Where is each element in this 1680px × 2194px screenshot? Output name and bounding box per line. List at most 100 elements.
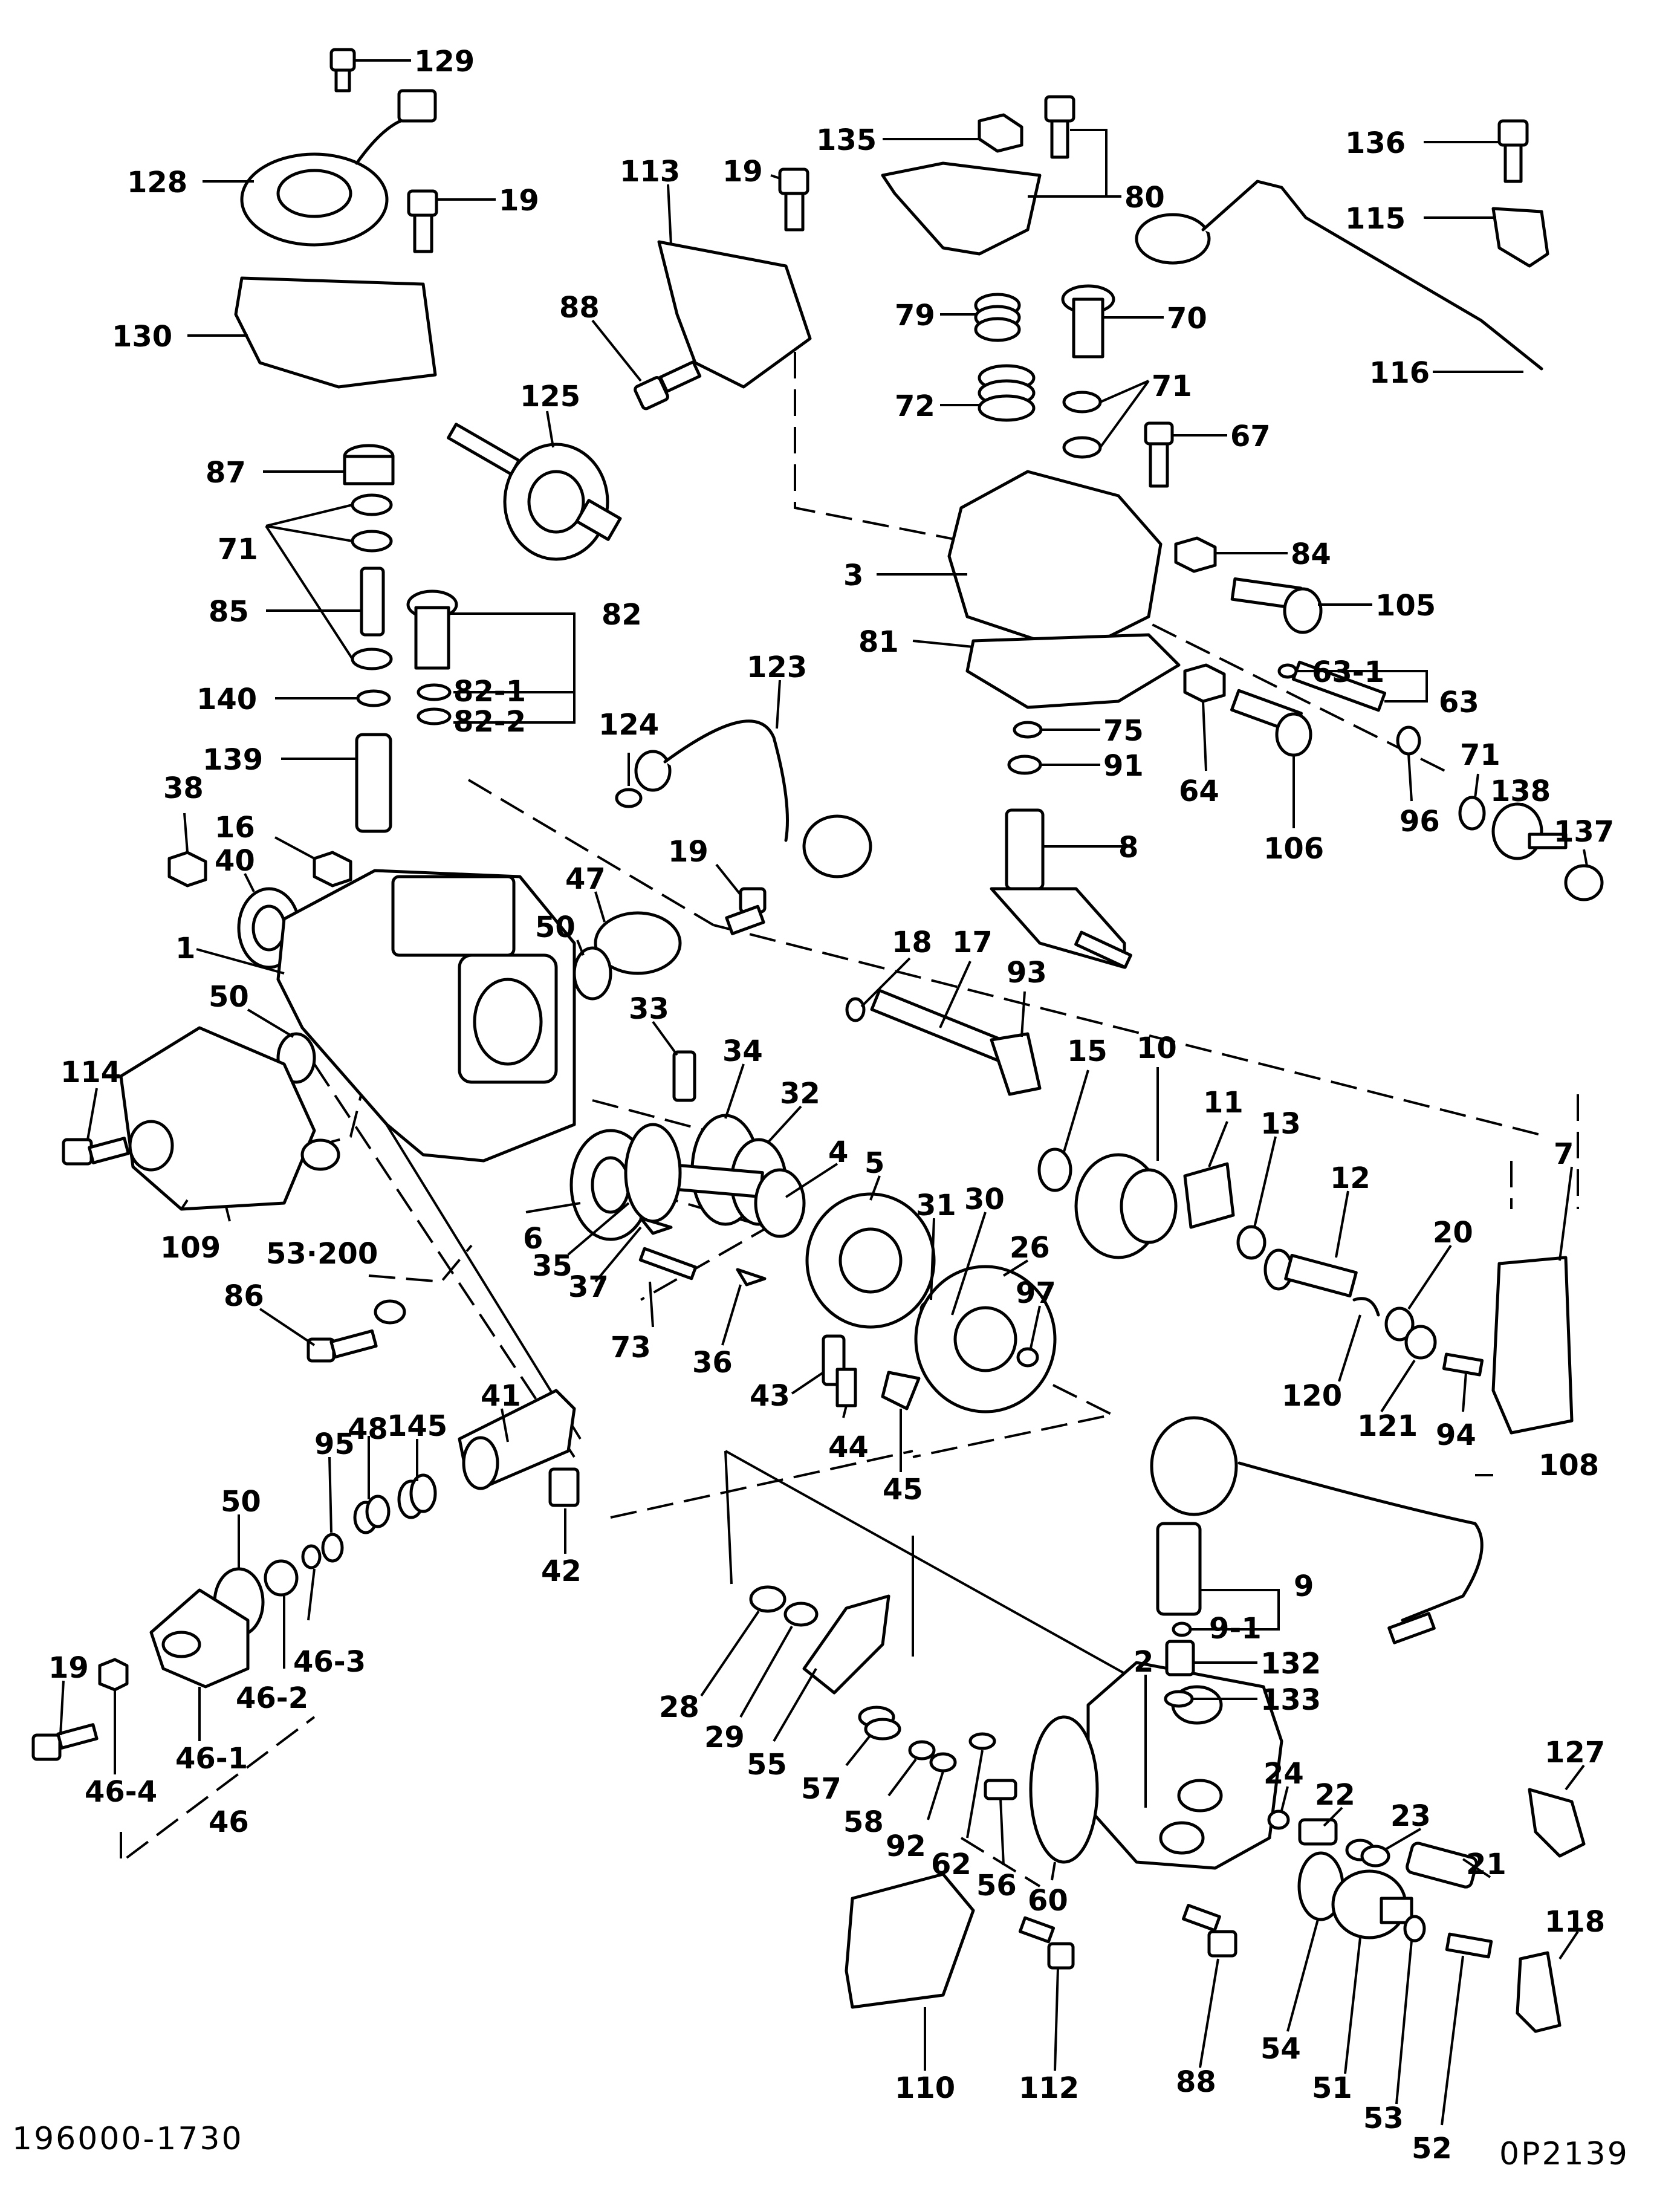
callout-46-2: 46-2	[236, 1681, 308, 1715]
part-94-bolt	[1442, 1352, 1484, 1377]
callout-73: 73	[611, 1331, 651, 1365]
part-19-bolt-top	[407, 189, 438, 253]
callout-87: 87	[206, 456, 246, 490]
callout-93: 93	[1007, 956, 1047, 990]
callout-50-a: 50	[535, 910, 576, 944]
part-51-plug	[1331, 1869, 1413, 1939]
callout-33: 33	[629, 992, 669, 1026]
callout-120: 120	[1282, 1379, 1342, 1413]
callout-136: 136	[1345, 126, 1406, 160]
part-48-spring	[353, 1495, 391, 1534]
callout-48: 48	[348, 1412, 388, 1446]
part-16-nut	[313, 851, 352, 888]
callout-97: 97	[1016, 1276, 1056, 1310]
part-46-2-valve	[264, 1559, 299, 1597]
callout-71-b: 71	[218, 533, 258, 566]
part-1-pump-housing	[276, 869, 576, 1163]
callout-67: 67	[1230, 420, 1271, 453]
part-109-feed-pump	[119, 1026, 340, 1211]
part-37-key	[639, 1216, 673, 1235]
callout-51: 51	[1312, 2071, 1352, 2105]
part-64-nut	[1183, 663, 1226, 703]
part-57-spring	[858, 1706, 901, 1741]
callout-10: 10	[1137, 1031, 1177, 1065]
part-4-drive-shaft	[626, 1159, 806, 1238]
part-70-cap	[1061, 284, 1115, 359]
callout-62: 62	[931, 1848, 971, 1881]
callout-38: 38	[163, 771, 204, 805]
part-24-washer	[1267, 1809, 1290, 1830]
callout-114: 114	[60, 1056, 121, 1089]
part-133-washer	[1164, 1690, 1194, 1708]
callout-15: 15	[1067, 1034, 1108, 1068]
callout-132: 132	[1260, 1647, 1321, 1681]
part-12-pin	[1263, 1248, 1358, 1298]
part-139-filter	[355, 733, 392, 833]
part-92-washer	[929, 1752, 957, 1773]
callout-124: 124	[598, 708, 659, 742]
callout-121: 121	[1357, 1409, 1418, 1443]
callout-82-2: 82-2	[453, 705, 526, 739]
part-46-4-nut	[98, 1658, 129, 1692]
part-95-washer	[321, 1533, 344, 1563]
part-85-valve	[360, 566, 385, 637]
callout-22: 22	[1315, 1778, 1355, 1812]
callout-85: 85	[209, 595, 249, 629]
callout-46-3: 46-3	[293, 1645, 366, 1679]
part-67-bolt	[1144, 421, 1174, 488]
callout-6: 6	[523, 1222, 543, 1256]
callout-42: 42	[541, 1554, 582, 1588]
part-38-nut	[167, 851, 207, 888]
part-113-lever-plate	[657, 240, 812, 389]
part-88-bolt	[634, 360, 702, 411]
callout-129: 129	[414, 45, 475, 79]
callout-82-1: 82-1	[453, 675, 526, 709]
part-22-valve	[1298, 1818, 1338, 1846]
part-7-bracket	[1491, 1256, 1574, 1435]
callout-4: 4	[828, 1135, 848, 1169]
part-112-bolt	[1018, 1916, 1075, 1970]
callout-53: 53	[1363, 2102, 1404, 2135]
part-135-nut	[978, 113, 1023, 153]
part-105-bolt	[1230, 577, 1323, 634]
part-52-bolt	[1445, 1932, 1493, 1959]
part-29-washer	[783, 1602, 819, 1627]
part-5-roller-holder	[805, 1192, 936, 1329]
part-44-pin	[835, 1368, 857, 1407]
part-3-governor-cover	[947, 470, 1163, 655]
callout-16: 16	[215, 811, 255, 845]
callout-11: 11	[1203, 1086, 1244, 1120]
part-58-washer	[908, 1740, 936, 1761]
part-80-lever	[881, 95, 1075, 256]
callout-64: 64	[1179, 774, 1219, 808]
callout-37: 37	[568, 1270, 609, 1304]
callout-17: 17	[952, 926, 993, 959]
part-81-gasket	[965, 633, 1181, 709]
callout-81: 81	[858, 625, 899, 659]
callout-21: 21	[1466, 1848, 1506, 1881]
part-114-bolt	[62, 1137, 130, 1166]
callout-32: 32	[780, 1077, 820, 1111]
callout-46-4: 46-4	[85, 1775, 157, 1809]
part-20-washer	[1384, 1306, 1415, 1342]
part-71-washers-b	[351, 493, 393, 670]
part-121-roller	[1404, 1325, 1437, 1360]
callout-2: 2	[1134, 1645, 1153, 1679]
part-82-orings	[356, 683, 452, 725]
callout-71-a: 71	[1152, 369, 1192, 403]
part-88-bolt-2	[1182, 1903, 1237, 1958]
part-137-cap	[1564, 864, 1604, 901]
callout-19-b: 19	[722, 155, 763, 189]
callout-94: 94	[1436, 1418, 1476, 1452]
callout-31: 31	[916, 1189, 956, 1222]
callout-26: 26	[1010, 1231, 1050, 1265]
callout-63: 63	[1439, 686, 1479, 719]
callout-139: 139	[203, 743, 263, 777]
callout-109: 109	[160, 1231, 221, 1265]
callout-60: 60	[1028, 1884, 1068, 1918]
callout-125: 125	[520, 380, 580, 414]
part-63-adjust-screw	[1277, 660, 1387, 712]
callout-58: 58	[843, 1805, 884, 1839]
callout-47: 47	[565, 862, 606, 896]
part-129-screw	[329, 48, 356, 92]
